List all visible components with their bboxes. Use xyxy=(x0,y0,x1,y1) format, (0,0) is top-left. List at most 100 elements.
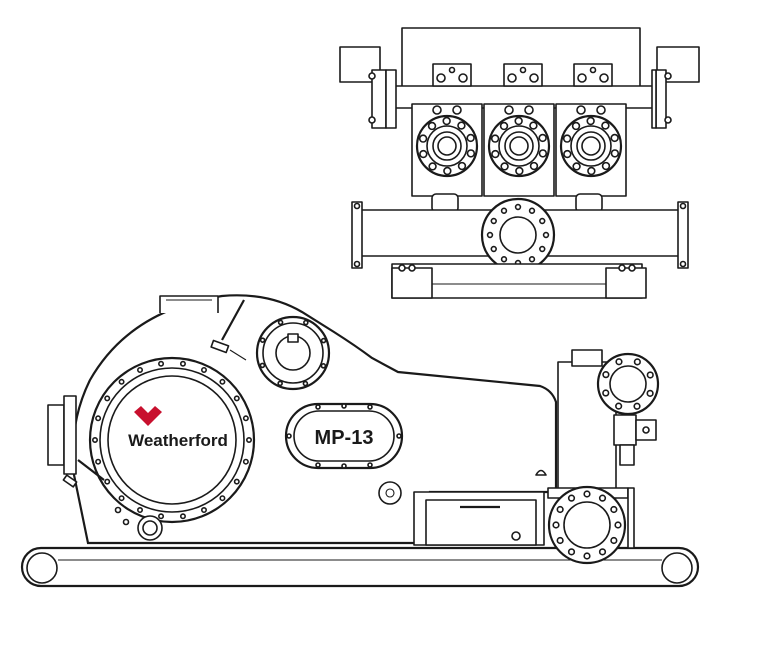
flange-bolt xyxy=(219,378,226,385)
flange-bolt xyxy=(602,389,610,397)
flange-bolt xyxy=(601,121,610,130)
flange-bolt xyxy=(158,360,165,367)
flange-bolt xyxy=(563,149,572,159)
flange-bolt xyxy=(633,358,641,366)
flange-bolt xyxy=(539,245,546,253)
suction-flange-stub xyxy=(627,487,635,549)
flange-bolt xyxy=(586,116,595,126)
flange-bolt xyxy=(514,203,522,211)
drain-plug xyxy=(378,481,402,505)
flange-bolt xyxy=(158,513,165,520)
flange-bolt xyxy=(457,121,466,130)
skid-foot-right xyxy=(605,267,647,299)
discharge-flange xyxy=(596,352,660,416)
base-skid xyxy=(20,546,700,588)
flange-bolt xyxy=(259,362,266,369)
flange-bolt xyxy=(602,371,610,379)
flange-bolt xyxy=(428,162,437,171)
flange-bolt xyxy=(466,149,476,158)
flange-bolt xyxy=(610,505,618,514)
nameplate-bolts xyxy=(286,403,402,469)
flange-bolt xyxy=(567,548,576,556)
flange-bolt xyxy=(646,389,654,397)
flange-bolt xyxy=(587,166,596,176)
flange-bolt xyxy=(556,505,564,514)
flange-bolt xyxy=(610,149,620,158)
flange-bolt xyxy=(633,402,641,410)
flange-bolt xyxy=(368,72,376,80)
flange-bolt xyxy=(562,134,572,143)
flange-bolt xyxy=(499,121,509,131)
flange-bolt xyxy=(219,495,226,502)
left-flange-plate xyxy=(385,69,397,129)
flange-bolt xyxy=(500,162,509,171)
flange-bolt xyxy=(615,402,623,410)
skid-foot-left xyxy=(391,267,433,299)
flange-bolt xyxy=(466,133,475,143)
flange-bolt xyxy=(118,495,125,502)
flange-bolt xyxy=(419,149,428,159)
inspection-port-bolts xyxy=(259,319,327,387)
flange-bolt xyxy=(137,507,144,514)
suction-end-flange-right xyxy=(677,201,689,269)
flange-bolt xyxy=(567,494,576,502)
flange-bolt xyxy=(552,521,560,529)
valve-cover-1 xyxy=(415,114,479,178)
flange-bolt xyxy=(598,548,607,556)
flange-bolt xyxy=(200,366,207,373)
flange-bolt xyxy=(538,133,547,143)
fluid-end-top-view xyxy=(339,27,700,299)
valve-cover-bolt-rings xyxy=(418,116,620,176)
flange-bolt xyxy=(615,358,623,366)
flange-bolt xyxy=(246,436,253,443)
flange-bolt xyxy=(277,380,283,387)
valve-pot-stem xyxy=(619,444,635,466)
flange-bolt xyxy=(179,360,186,367)
flange-bolt xyxy=(598,494,607,502)
flange-bolt xyxy=(200,507,207,514)
right-flange-gap xyxy=(651,69,657,129)
flange-bolt xyxy=(242,458,249,465)
flange-bolt xyxy=(320,363,327,369)
flange-bolt xyxy=(137,366,144,373)
flange-bolt xyxy=(664,72,672,80)
flange-bolt xyxy=(443,166,452,176)
model-label: MP-13 xyxy=(315,427,374,449)
skid-end-right xyxy=(661,552,693,584)
flange-bolt xyxy=(610,536,618,545)
flange-bolt xyxy=(303,319,309,326)
breather-rod-upper xyxy=(210,299,247,361)
cover-top-bolts xyxy=(432,105,606,115)
flange-bolt xyxy=(515,166,524,176)
flange-bolt xyxy=(614,521,622,529)
flange-bolt xyxy=(233,395,240,402)
flange-bolt xyxy=(259,337,266,343)
flange-bolt xyxy=(418,134,428,143)
crank-cover xyxy=(88,356,256,524)
flange-bolt xyxy=(583,552,591,560)
inspection-port xyxy=(255,315,331,391)
skid-end-left xyxy=(26,552,58,584)
flange-bolt xyxy=(233,478,240,485)
flange-bolt xyxy=(427,121,437,131)
flange-bolt xyxy=(529,121,538,130)
discharge-flange-bolts xyxy=(602,358,654,410)
flange-bolt xyxy=(538,149,548,158)
lifting-lug xyxy=(159,295,219,313)
suction-flange xyxy=(547,485,627,565)
flange-bolt xyxy=(500,256,508,263)
flange-bolt xyxy=(539,217,546,225)
side-guard-plate xyxy=(47,404,65,466)
flange-bolt xyxy=(571,121,581,131)
flange-bolt xyxy=(542,231,550,239)
flange-bolt xyxy=(572,162,581,171)
flange-bolt xyxy=(556,536,564,545)
housing-bolts xyxy=(432,63,613,87)
brand-name: Weatherford xyxy=(128,431,228,450)
crank-cover-bolts xyxy=(92,360,253,520)
vent-notch xyxy=(535,469,547,476)
suction-flange-bolts xyxy=(552,490,622,560)
flange-bolt xyxy=(490,217,497,225)
flange-bolt xyxy=(457,161,467,171)
model-nameplate: MP-13 xyxy=(284,402,404,470)
